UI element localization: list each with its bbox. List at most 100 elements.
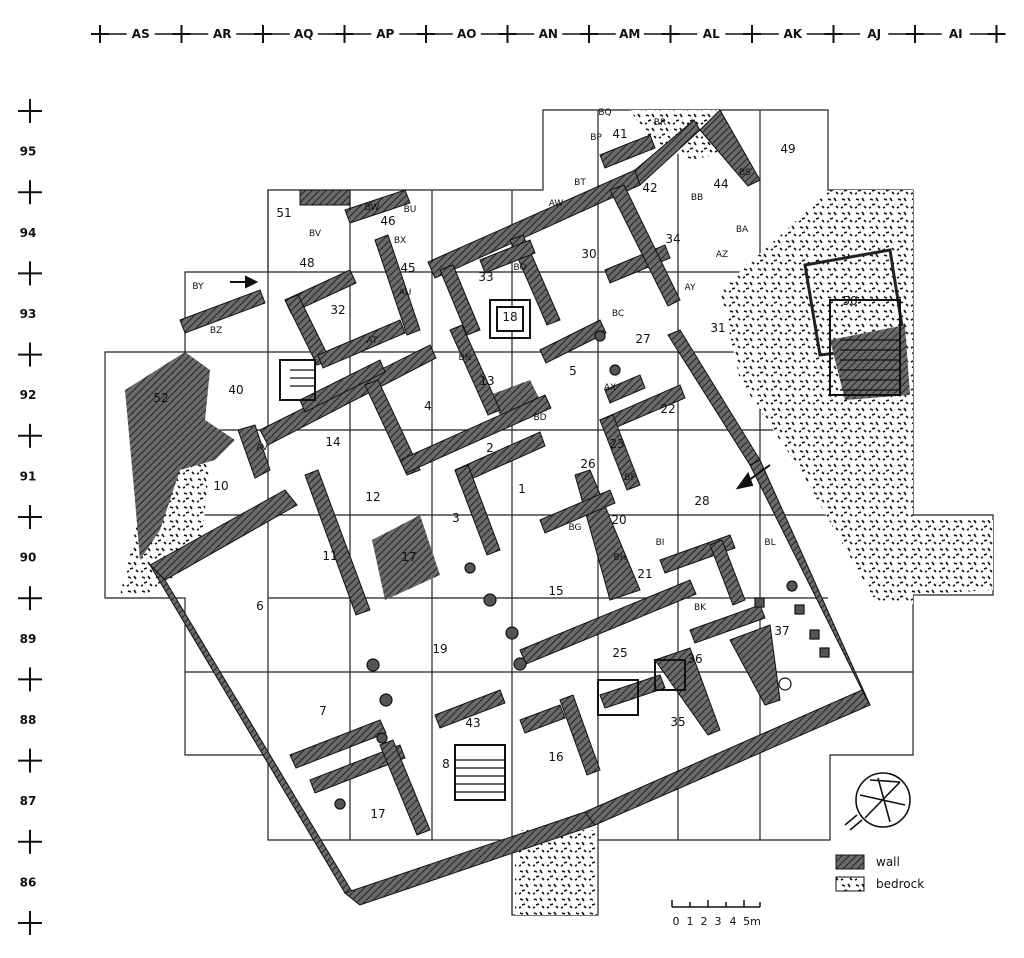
legend-bedrock-label: bedrock — [876, 877, 924, 891]
grid-cross-icon — [743, 25, 761, 43]
wall-code-label: AY — [685, 283, 696, 293]
room-number-label: 32 — [330, 303, 345, 317]
scale-tick-label: 3 — [715, 915, 722, 928]
grid-row-label: 86 — [20, 875, 37, 889]
room-number-label: 27 — [635, 332, 650, 346]
wall-code-label: BD — [533, 413, 546, 423]
room-number-label: 1 — [518, 482, 526, 496]
grid-cross-icon — [18, 748, 42, 773]
grid-row-label: 89 — [20, 632, 37, 646]
grid-cross-icon — [18, 423, 42, 448]
grid-column-label: AJ — [867, 27, 881, 41]
grid-cross-icon — [580, 25, 598, 43]
room-number-label: 40 — [228, 383, 243, 397]
wall-code-label: BR — [654, 118, 666, 128]
room-number-label: 52 — [153, 391, 168, 405]
grid-cross-icon — [335, 25, 354, 43]
room-number-label: 22 — [660, 402, 675, 416]
wall-code-label: BW — [365, 203, 380, 213]
room-number-label: 2 — [486, 441, 494, 455]
grid-column-label: AR — [213, 27, 232, 41]
wall-code-label: BH — [614, 553, 627, 563]
scale-tick-label: 4 — [730, 915, 737, 928]
grid-cross-icon — [18, 911, 42, 935]
grid-column-label: AN — [539, 27, 558, 41]
room-number-label: 42 — [642, 181, 657, 195]
room-number-label: 41 — [612, 127, 627, 141]
wall-code-label: BG — [569, 523, 582, 533]
grid-row-label: 93 — [20, 307, 37, 321]
wall-code-label: BF — [624, 473, 635, 483]
arrows — [230, 275, 771, 490]
room-number-label: 46 — [380, 214, 395, 228]
room-number-label: 14 — [325, 435, 340, 449]
grid-column-label: AP — [376, 27, 394, 41]
room-number-label: 15 — [548, 584, 563, 598]
grid-row-label: 92 — [20, 388, 37, 402]
room-number-label: 28 — [694, 494, 709, 508]
grid-cross-icon — [987, 25, 1006, 43]
wall-code-label: AZ — [716, 250, 728, 260]
wall-code-label: AV — [256, 443, 269, 453]
walls — [149, 109, 871, 906]
grid-row-label: 91 — [20, 469, 37, 483]
room-number-label: 34 — [665, 232, 680, 246]
north-arrow-icon — [844, 772, 911, 831]
room-number-label: 4 — [424, 399, 432, 413]
room-number-label: 35 — [670, 715, 685, 729]
grid-cross-icon — [18, 261, 42, 286]
room-number-label: 12 — [365, 490, 380, 504]
room-number-label: 25 — [612, 646, 627, 660]
grid-column-label: AS — [132, 27, 150, 41]
room-number-label: 13 — [479, 374, 494, 388]
wall-code-label: AT — [367, 336, 378, 346]
room-number-label: 5 — [569, 364, 577, 378]
wall-code-label: BB — [691, 193, 703, 203]
room-number-label: 49 — [780, 142, 795, 156]
wall-code-label: BK — [694, 603, 707, 613]
room-number-label: 10 — [213, 479, 228, 493]
wall-code-label: BY — [192, 282, 204, 292]
wall-code-label: BZ — [210, 326, 222, 336]
wall-code-label: BX — [394, 236, 406, 246]
wall-code-label: BT — [574, 178, 586, 188]
room-number-label: 3 — [452, 511, 460, 525]
room-number-label: 26 — [580, 457, 595, 471]
wall-code-label: BP — [590, 133, 602, 143]
wall-code-label: AW — [549, 199, 564, 209]
grid-column-label: AQ — [294, 27, 314, 41]
wall-code-label: BQ — [598, 108, 611, 118]
grid-row-label: 95 — [20, 145, 37, 159]
column-bases — [334, 330, 830, 810]
wall-code-label: BS — [739, 168, 751, 178]
room-number-label: 7 — [319, 704, 327, 718]
legend-bedrock-swatch — [835, 876, 865, 892]
grid-cross-icon — [498, 25, 517, 43]
grid-row-label: 90 — [20, 551, 37, 565]
wall-code-label: BI — [656, 538, 665, 548]
room-number-label: 17 — [370, 807, 385, 821]
wall-code-label: BO — [513, 263, 526, 273]
wall-code-label: AX — [604, 383, 616, 393]
grid-cross-icon — [254, 25, 272, 43]
room-number-label: 51 — [276, 206, 291, 220]
wall-code-label: BN — [459, 353, 472, 363]
room-number-label: 44 — [713, 177, 728, 191]
room-number-label: 11 — [322, 549, 337, 563]
room-number-label: 16 — [548, 750, 563, 764]
scale-tick-label: 5m — [743, 915, 761, 928]
room-number-label: 19 — [432, 642, 447, 656]
room-number-label: 31 — [710, 321, 725, 335]
grid-column-label: AM — [619, 27, 640, 41]
wall-code-label: AU — [399, 288, 412, 298]
room-labels: 1234567810111213141516171718192021222325… — [153, 127, 857, 821]
wall-code-label: BC — [612, 309, 624, 319]
room-number-label: 23 — [609, 437, 624, 451]
small-structures — [279, 299, 901, 801]
room-number-label: 50 — [842, 294, 857, 308]
stairs — [290, 339, 900, 793]
grid-row-label: 87 — [20, 794, 37, 808]
